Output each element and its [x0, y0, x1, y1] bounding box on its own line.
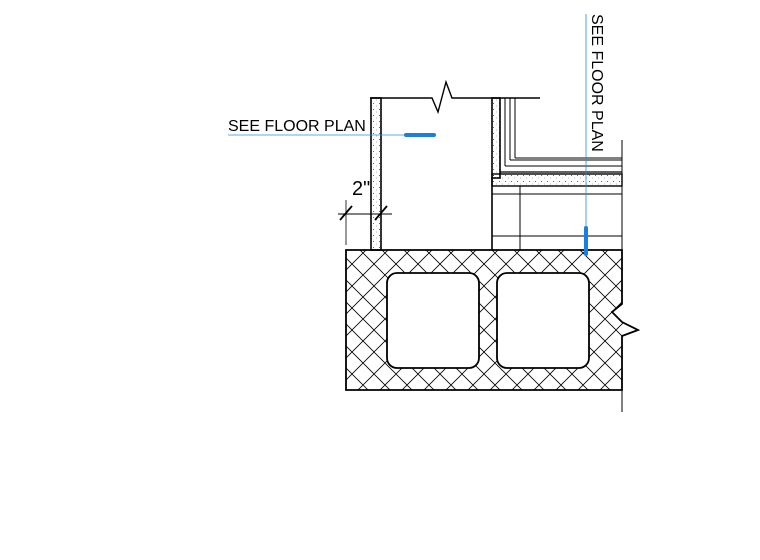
leader-floor-plan-left: SEE FLOOR PLAN	[228, 118, 436, 137]
top-break-line	[370, 79, 540, 115]
floor-slab	[491, 173, 623, 250]
dimension-2-inch: 2"	[338, 178, 392, 245]
floor-plan-label-vertical: SEE FLOOR PLAN	[588, 14, 605, 152]
right-wall-assembly	[491, 97, 622, 250]
cmu-cell-left	[386, 272, 480, 369]
cmu-block	[345, 249, 641, 391]
floor-plan-label-left: SEE FLOOR PLAN	[228, 118, 366, 135]
cmu-cell-right	[496, 272, 590, 369]
dimension-label: 2"	[352, 178, 370, 200]
left-wall	[370, 97, 382, 251]
leader-floor-plan-vertical: SEE FLOOR PLAN	[584, 14, 605, 256]
